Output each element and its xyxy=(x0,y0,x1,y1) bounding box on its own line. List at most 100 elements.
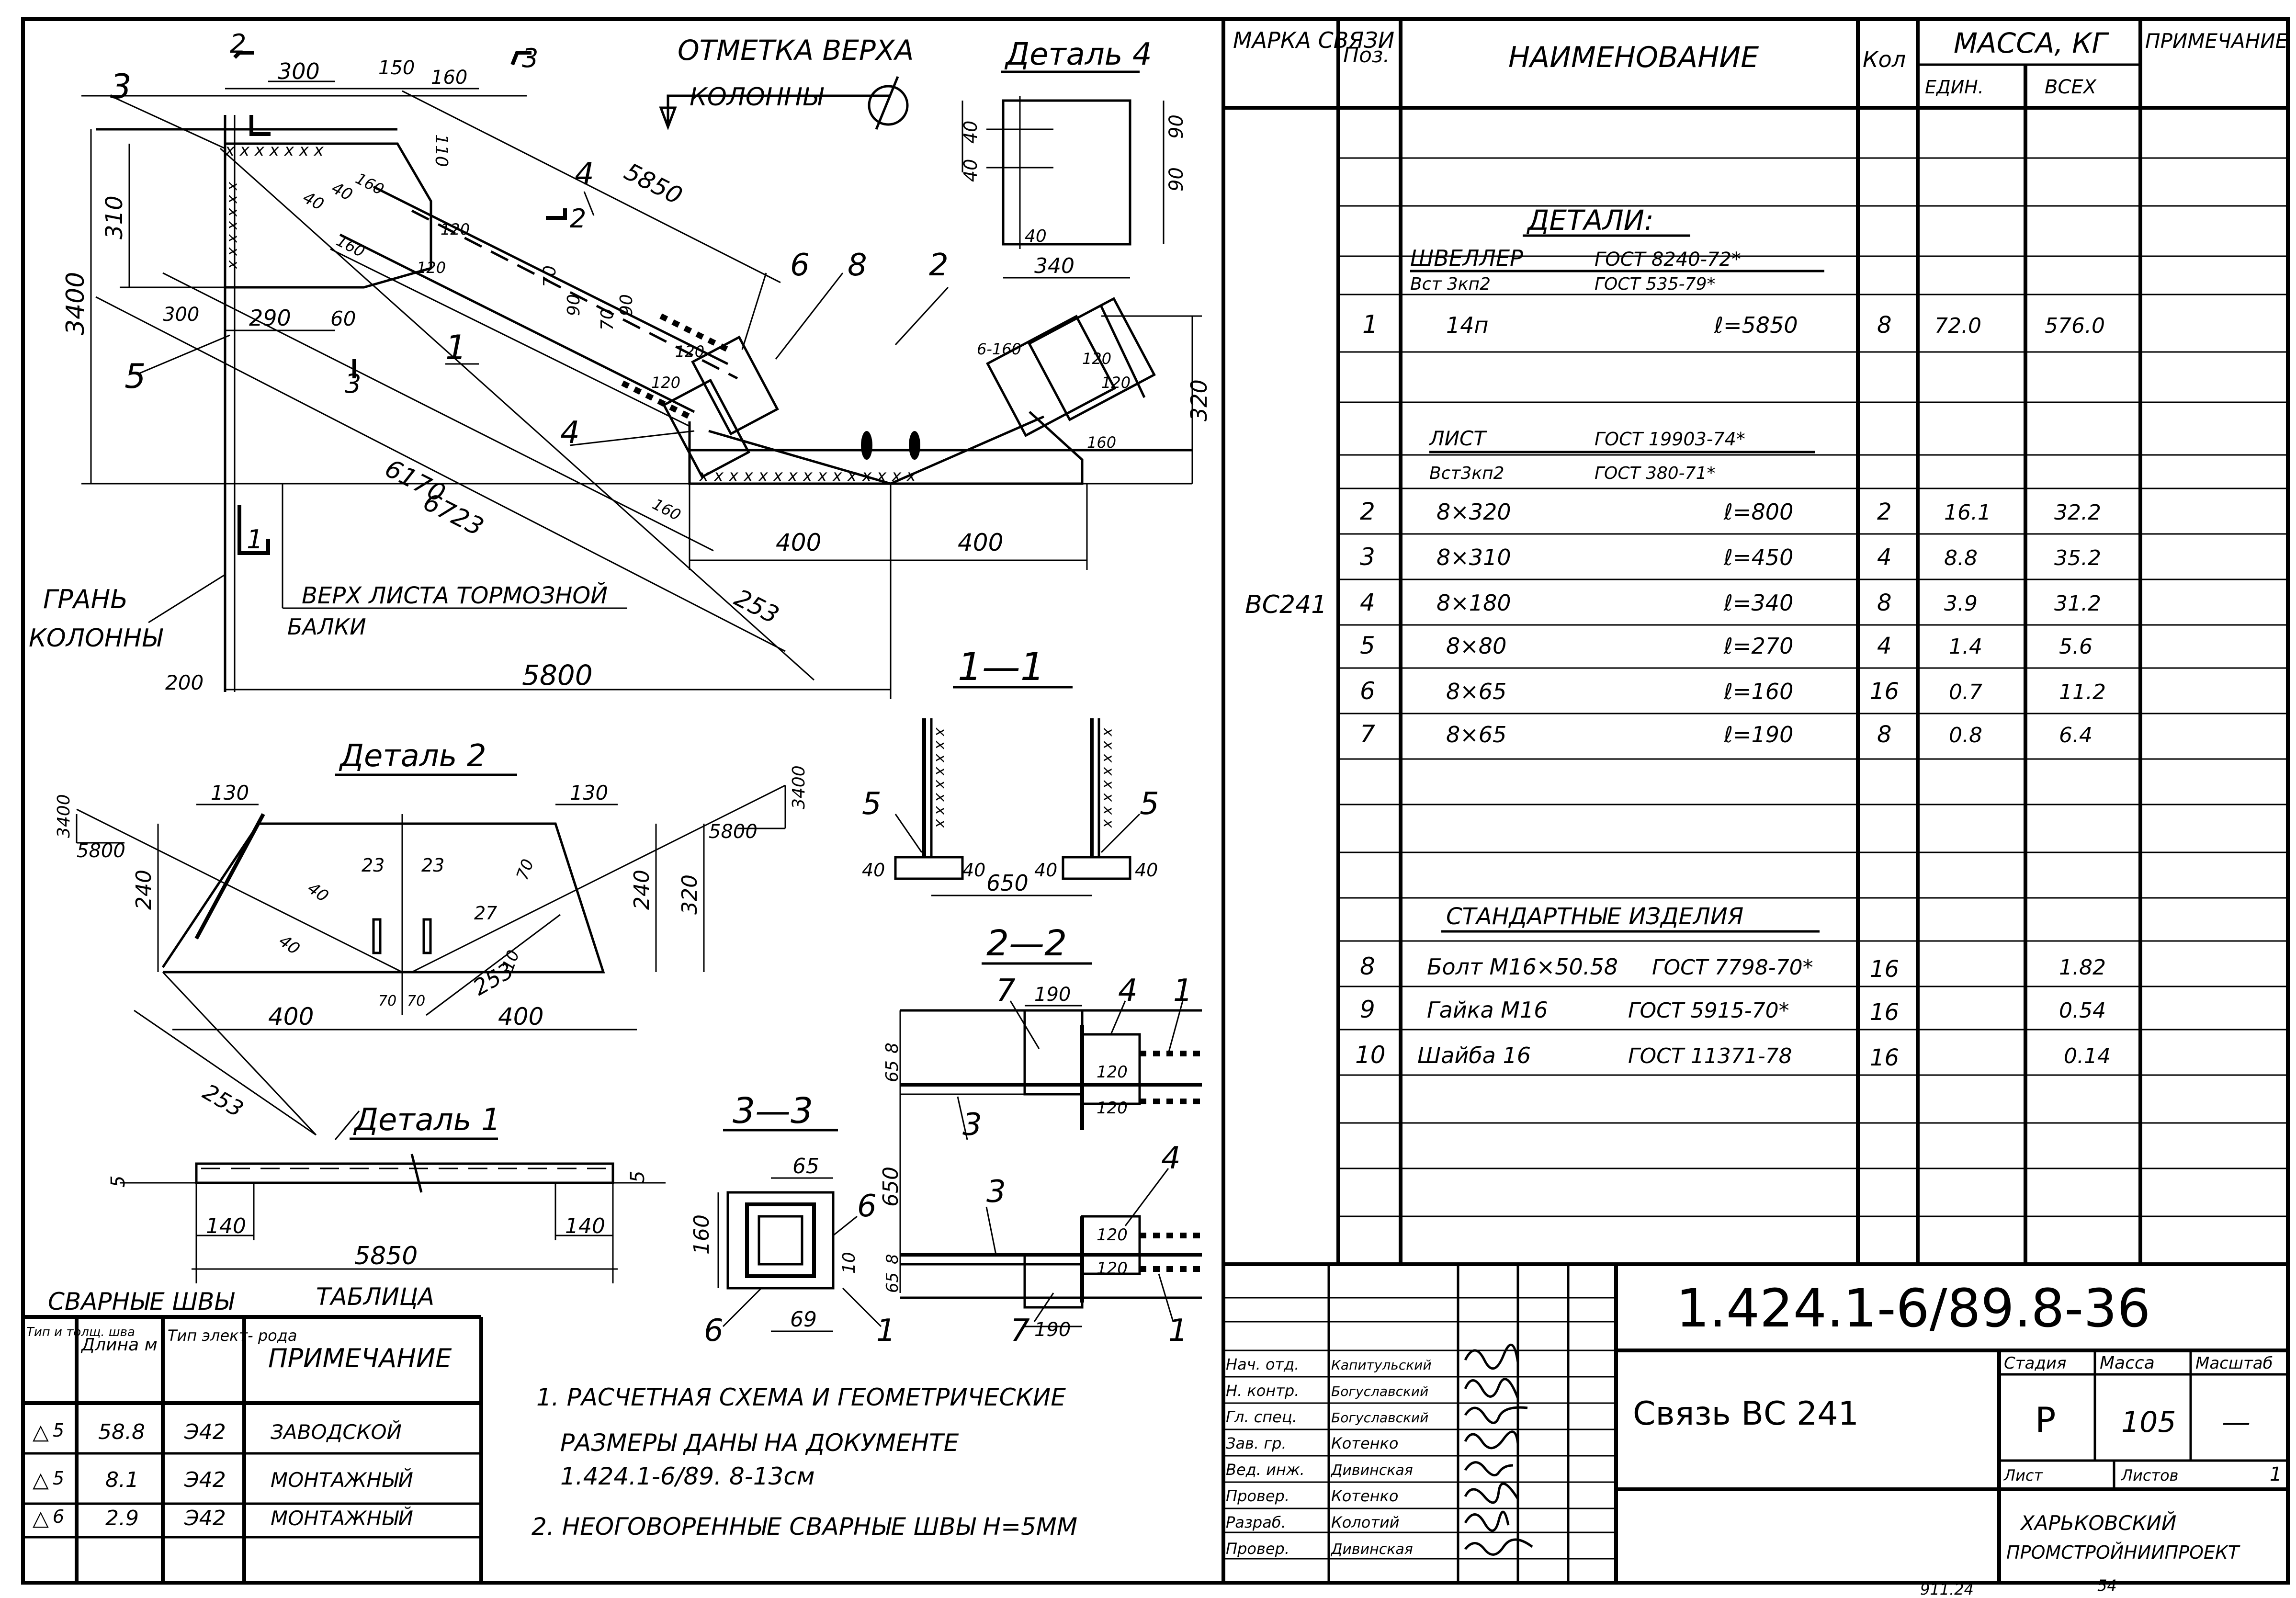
dim-200: 200 xyxy=(165,671,204,694)
spec-row3-pos: 3 xyxy=(1360,543,1375,571)
spec-header-name: Наименование xyxy=(1508,41,1759,74)
level-label-2: колонны xyxy=(690,83,824,112)
spec-row2-len: ℓ=800 xyxy=(1723,499,1793,525)
det2-dim-130a: 130 xyxy=(211,781,249,805)
stamp-mass-header: Масса xyxy=(2100,1353,2155,1373)
leader-8 xyxy=(775,272,844,360)
det2-dim-70b: 70 xyxy=(407,993,425,1009)
dim-3400: 3400 xyxy=(61,272,90,335)
dim-60: 60 xyxy=(330,307,356,330)
det2-dim-5800b: 5800 xyxy=(709,821,758,843)
spec-std3-gost: ГОСТ 11371-78 xyxy=(1628,1044,1792,1068)
spec-channel-c: Вст 3кп2 xyxy=(1410,274,1491,294)
spec-sheet-b: ГОСТ 19903-74* xyxy=(1595,429,1745,450)
sec11-dim-40b: 40 xyxy=(962,860,985,881)
column-face-label-2: колонны xyxy=(29,624,163,653)
spec-row4-size: 8×180 xyxy=(1436,590,1511,616)
sec22-leader-3 xyxy=(957,1096,968,1140)
det4-dim-340: 340 xyxy=(1034,254,1074,278)
spec-std1-qty: 16 xyxy=(1870,956,1899,983)
dim-120c: 120 xyxy=(675,342,704,361)
channel-member-mid xyxy=(411,209,738,380)
dim-320: 320 xyxy=(1186,379,1212,421)
stamp-role-rows xyxy=(1223,1297,1616,1560)
dim-120a: 120 xyxy=(441,220,470,238)
section-12-label: 2 xyxy=(570,204,586,234)
sec11-dim-40a: 40 xyxy=(862,860,885,881)
stamp-scale: — xyxy=(2222,1405,2251,1439)
dim-160b: 160 xyxy=(333,231,368,261)
weld-row1-note: Заводской xyxy=(271,1420,402,1444)
weld-row3-len: 2.9 xyxy=(105,1506,139,1530)
column-face-label: грань xyxy=(43,584,128,614)
spec-header-mark: Марка связи xyxy=(1233,27,1394,53)
sec33-leader-6a xyxy=(833,1215,858,1236)
stamp-name-8: Дивинская xyxy=(1330,1541,1413,1558)
weld-marks-top: x x x x x x x xyxy=(225,141,324,160)
det4-dim-90a: 90 xyxy=(1165,114,1188,139)
detail-1: Деталь 1 5 5 140 140 5850 xyxy=(107,1102,666,1283)
dim-120b: 120 xyxy=(417,259,446,277)
section-3b-label: 3 xyxy=(345,369,361,399)
det1-dim-5a: 5 xyxy=(107,1176,129,1188)
callout-8: 8 xyxy=(848,248,867,283)
sec11-right-base xyxy=(1062,856,1131,880)
section-marker-1 xyxy=(238,505,270,555)
channel-member-top xyxy=(373,185,729,365)
det2-dim-5800a: 5800 xyxy=(77,840,125,862)
detail2-hole-1 xyxy=(372,918,382,954)
sec22-dim-190b: 190 xyxy=(1034,1319,1071,1341)
bolted-plate-lower xyxy=(662,378,750,479)
spec-row3-total: 35.2 xyxy=(2054,546,2101,570)
sheet-frame xyxy=(21,17,2290,1585)
spec-row2-size: 8×320 xyxy=(1436,499,1511,525)
spec-row7-qty: 8 xyxy=(1877,721,1892,748)
sec22-dim-8: 8 xyxy=(882,1043,902,1054)
section-1-label: 1 xyxy=(247,524,263,555)
spec-row6-unit: 0.7 xyxy=(1949,680,1982,704)
dim-400a: 400 xyxy=(776,529,821,556)
sec33-callout-1: 1 xyxy=(876,1313,896,1349)
spec-sheet-d: ГОСТ 380-71* xyxy=(1595,464,1715,483)
sec11-dim-40d: 40 xyxy=(1135,860,1158,881)
weld-row2-len: 8.1 xyxy=(105,1468,139,1492)
sec22-leader-1b xyxy=(1158,1273,1174,1322)
det2-dim-240a: 240 xyxy=(132,870,156,910)
stamp-name-1: Капитульский xyxy=(1331,1357,1432,1373)
detail1-break xyxy=(410,1154,423,1193)
weld-row2-el: Э42 xyxy=(184,1468,226,1492)
stamp-name-7: Колотий xyxy=(1331,1513,1400,1531)
sec33-leader-1 xyxy=(842,1287,882,1327)
stamp-sheet-header: Лист xyxy=(2003,1466,2043,1485)
stamp-scale-header: Масштаб xyxy=(2195,1354,2273,1373)
detail-2: Деталь 2 130 130 3400 5800 3400 5800 240… xyxy=(54,738,809,1140)
callout-2: 2 xyxy=(929,248,949,283)
weld-marks-left: x x x x x x x xyxy=(225,181,242,269)
sec22-dim-120d: 120 xyxy=(1097,1259,1128,1278)
stamp-name-2: Богуславский xyxy=(1331,1383,1428,1399)
detail2-hole-2 xyxy=(422,918,432,954)
stamp-role-7: Разраб. xyxy=(1226,1513,1286,1531)
spec-std1-pos: 8 xyxy=(1360,952,1375,980)
detail1-channel xyxy=(195,1162,614,1184)
dim-5800: 5800 xyxy=(522,659,593,691)
sec11-title: 1—1 xyxy=(958,645,1045,689)
footer-code-a: 911.24 xyxy=(1920,1580,1974,1598)
spec-row5-pos: 5 xyxy=(1360,632,1375,659)
sec33-leader-6b xyxy=(722,1287,762,1327)
sec22-leader-1 xyxy=(1167,1000,1184,1054)
dim-290: 290 xyxy=(249,305,291,331)
stamp-role-4: Зав. гр. xyxy=(1226,1434,1287,1452)
stamp-role-5: Вед. инж. xyxy=(1226,1461,1305,1479)
spec-table: Марка связи Поз. Наименование Кол Масса,… xyxy=(1223,19,2288,1264)
signature-7 xyxy=(1464,1510,1510,1532)
note-2: 2. Неоговоренные сварные швы h=5мм xyxy=(532,1513,1077,1541)
weld-table-title-2: Таблица xyxy=(316,1283,434,1311)
notes: 1. Расчетная схема и геометрические разм… xyxy=(532,1383,1077,1541)
spec-channel-b: ГОСТ 8240-72* xyxy=(1595,249,1741,271)
note-1c: 1.424.1-6/89. 8-13см xyxy=(560,1462,815,1490)
sec33-dim-160: 160 xyxy=(690,1214,714,1255)
spec-row5-total: 5.6 xyxy=(2059,635,2092,659)
spec-row7-total: 6.4 xyxy=(2059,723,2092,748)
spec-row7-pos: 7 xyxy=(1360,720,1375,748)
